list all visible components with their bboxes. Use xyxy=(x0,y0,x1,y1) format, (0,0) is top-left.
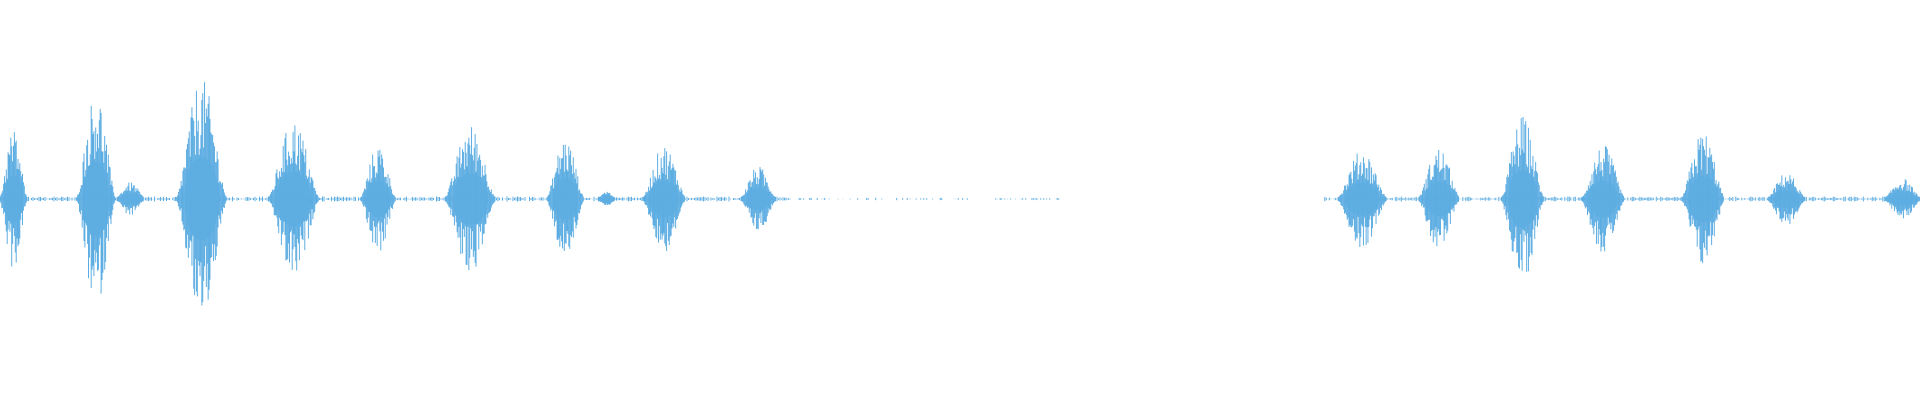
waveform-baseline xyxy=(0,196,1920,202)
waveform-segment-core xyxy=(184,157,220,241)
waveform-bars xyxy=(0,82,1920,306)
waveform-segment-core xyxy=(452,173,488,225)
waveform-segment-core xyxy=(1588,180,1618,218)
waveform-segment-core xyxy=(746,188,771,210)
waveform-segment-core xyxy=(601,195,613,203)
